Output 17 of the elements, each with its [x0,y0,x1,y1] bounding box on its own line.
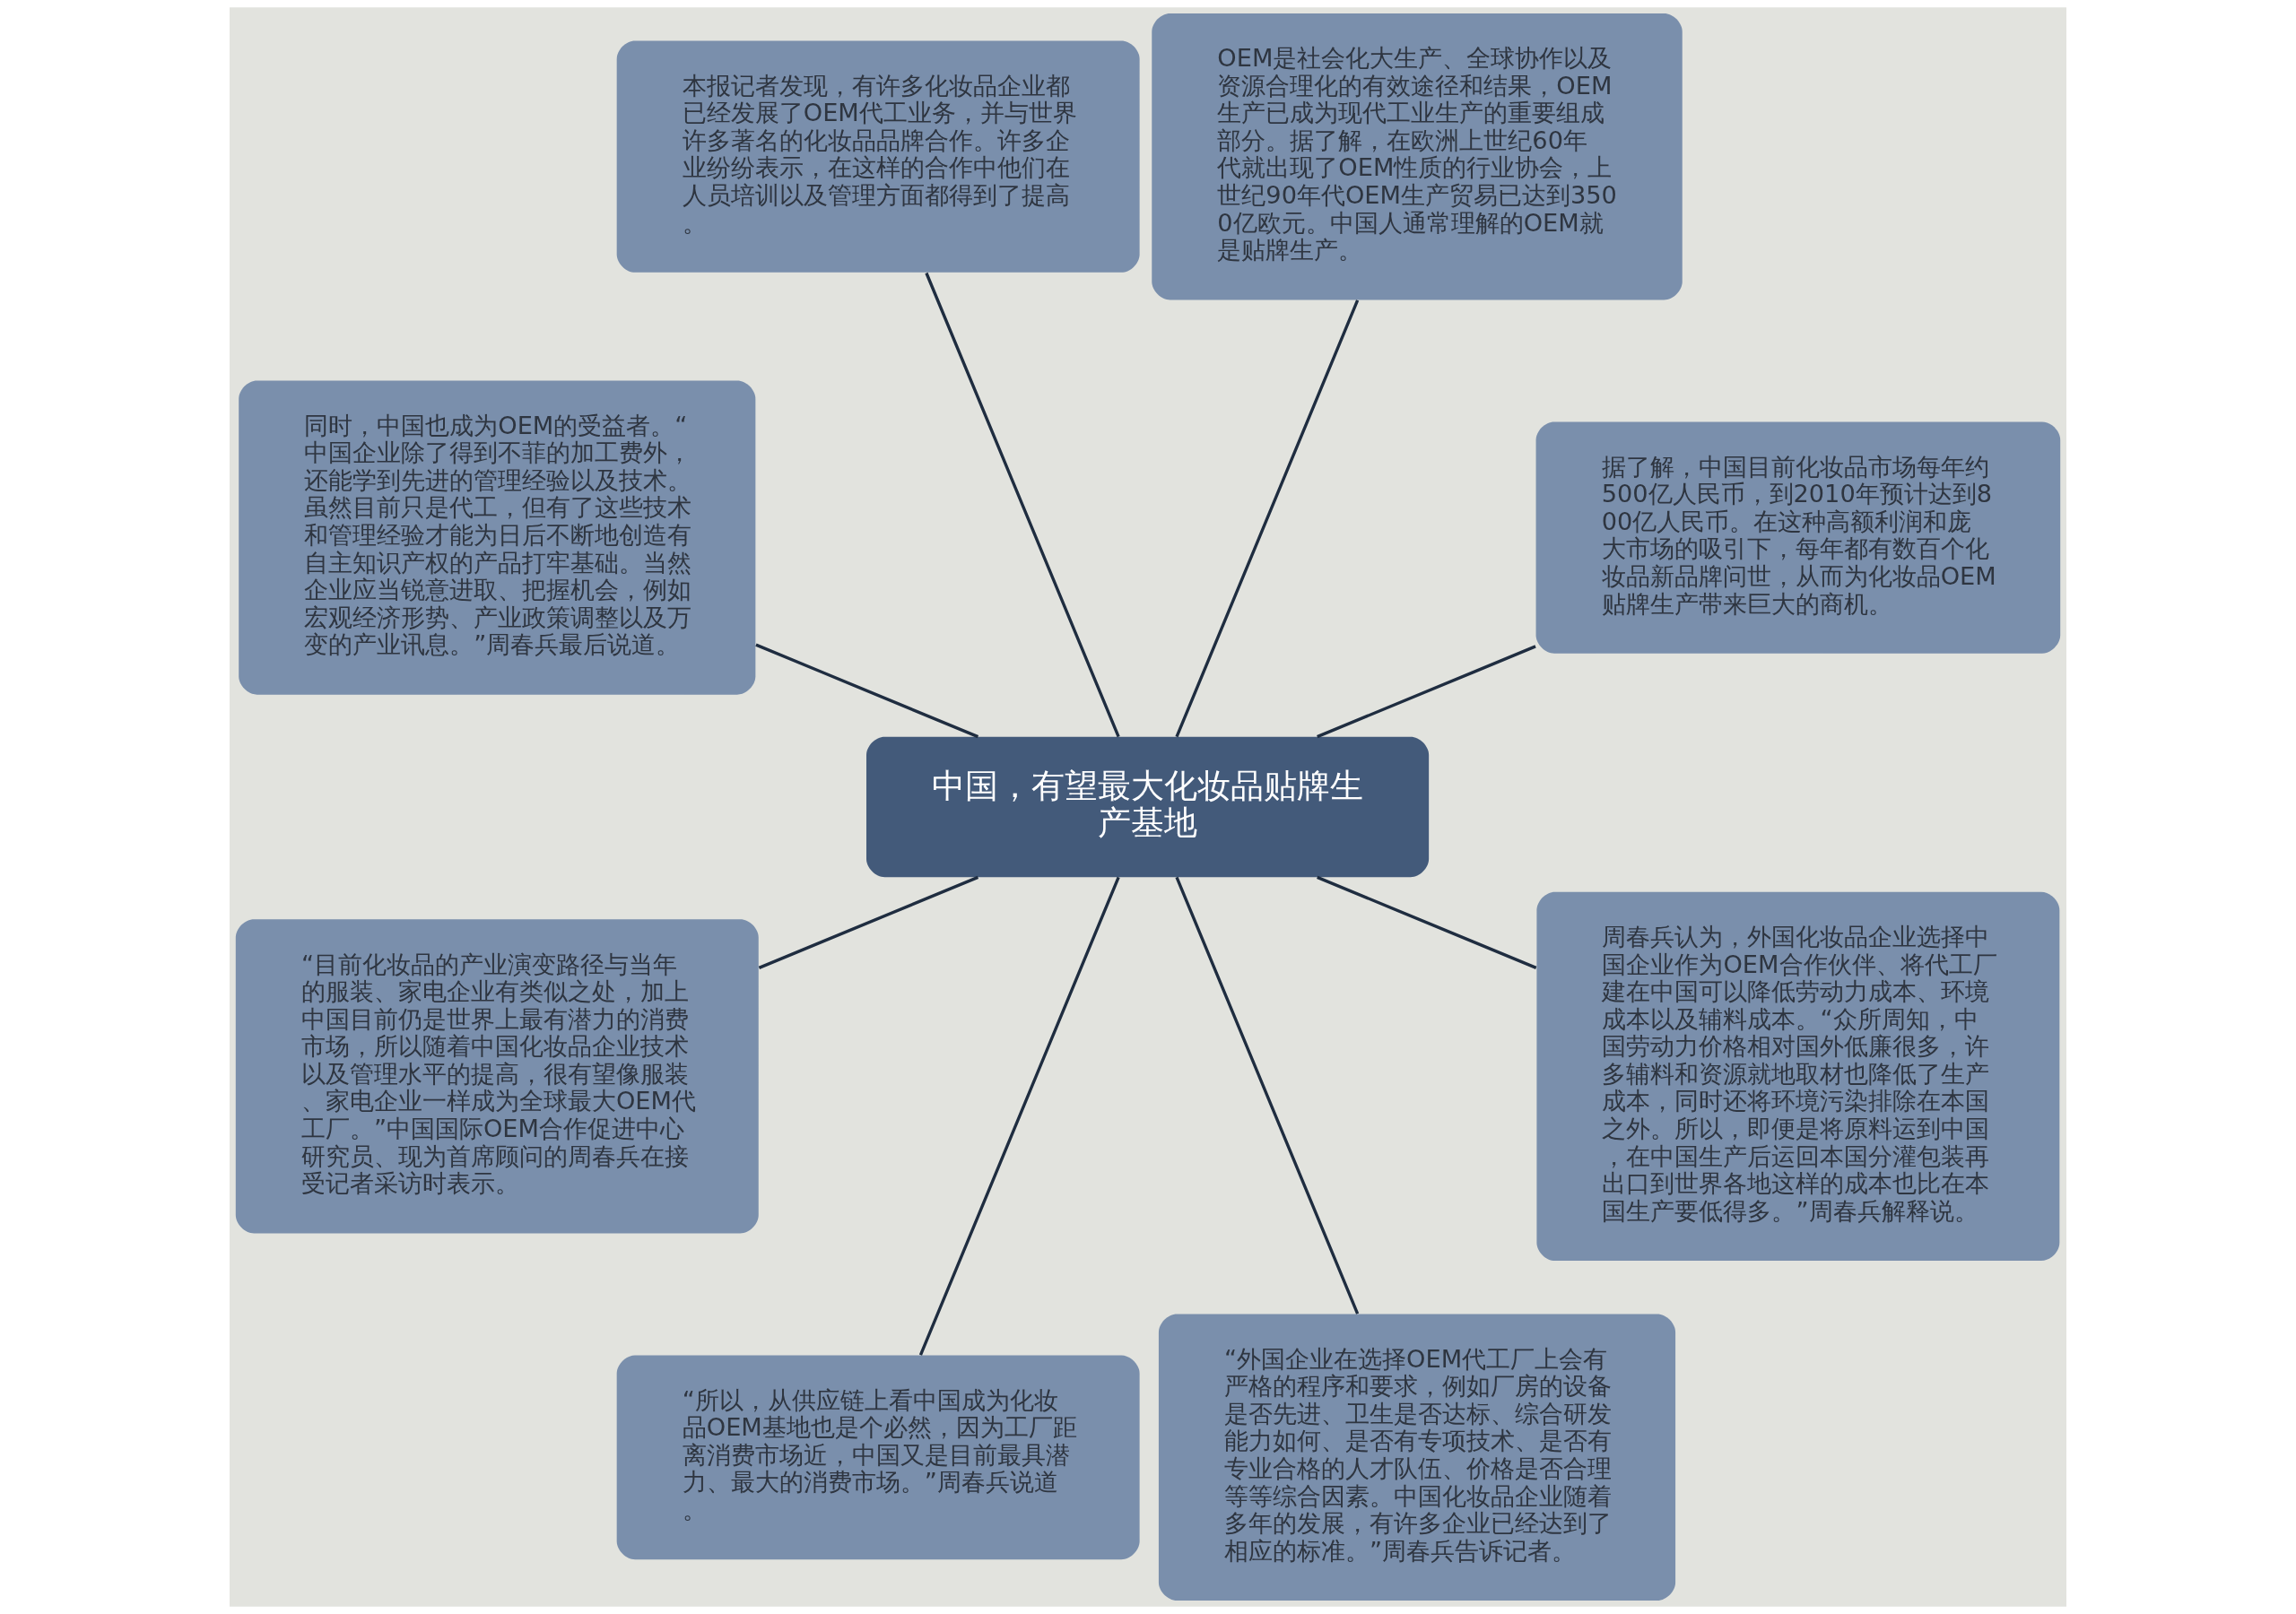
node-box: “所以，从供应链上看中国成为化妆品OEM基地也是个必然，因为工厂距离消费市场近，中国又是目前最具潜力、最大的消费市场。”周春兵说道。 [616,1355,1140,1560]
node-box: OEM是社会化大生产、全球协作以及资源合理化的有效途径和结果，OEM生产已成为现代工业生产的重要组成部分。据了解，在欧洲上世纪60年代就出现了OEM性质的行业协会，上世纪90年代OEM生产贸易已达到3500亿欧元。中国人通常理解的OEM就是贴牌生产。 [1152,13,1683,300]
node-box: 本报记者发现，有许多化妆品企业都已经发展了OEM代工业务，并与世界许多著名的化妆品品牌合作。许多企业纷纷表示，在这样的合作中他们在人员培训以及管理方面都得到了提高。 [616,40,1140,273]
connector [1317,645,1536,739]
connector [758,875,979,969]
connector [755,643,979,739]
node-box: “外国企业在选择OEM代工厂上会有严格的程序和要求，例如厂房的设备是否先进、卫生是否达标、综合研发能力如何、是否有专项技术、是否有专业合格的人才队伍、价格是否合理等等综合因素。中国化妆品企业随着多年的发展，有许多企业已经达到了相应的标准。”周春兵告诉记者。 [1158,1314,1676,1601]
connector [925,272,1120,738]
node-box: “目前化妆品的产业演变路径与当年的服装、家电企业有类似之处，加上中国目前仍是世界上最有潜力的消费市场，所以随着中国化妆品企业技术以及管理水平的提高，很有望像服装、家电企业一样成为全球最大OEM代工厂。”中国国际OEM合作促进中心研究员、现为首席顾问的周春兵在接受记者采访时表示。 [235,919,759,1234]
connector [1175,299,1360,738]
node-box: 同时，中国也成为OEM的受益者。“中国企业除了得到不菲的加工费外，还能学到先进的管理经验以及技术。虽然目前只是代工，但有了这些技术和管理经验才能为日后不断地创造有自主知识产权的产品打牢基础。当然企业应当锐意进取、把握机会，例如宏观经济形势、产业政策调整以及万变的产业讯息。”周春兵最后说道。 [239,380,756,695]
node-box: 中国，有望最大化妆品贴牌生产基地 [866,736,1430,878]
connector [918,876,1120,1356]
node-box: 据了解，中国目前化妆品市场每年约500亿人民币，到2010年预计达到800亿人民币。在这种高额利润和庞大市场的吸引下，每年都有数百个化妆品新品牌问世，从而为化妆品OEM贴牌生产带来巨大的商机。 [1535,421,2061,654]
connector [1175,876,1360,1315]
node-box: 周春兵认为，外国化妆品企业选择中国企业作为OEM合作伙伴、将代工厂建在中国可以降低劳动力成本、环境成本以及辅料成本。“众所周知，中国劳动力价格相对国外低廉很多，许多辅料和资源就地取材也降低了生产成本，同时还将环境污染排除在本国之外。所以，即便是将原料运到中国，在中国生产后运回本国分灌包装再出口到世界各地这样的成本也比在本国生产要低得多。”周春兵解释说。 [1536,891,2060,1262]
connector [1317,875,1537,969]
